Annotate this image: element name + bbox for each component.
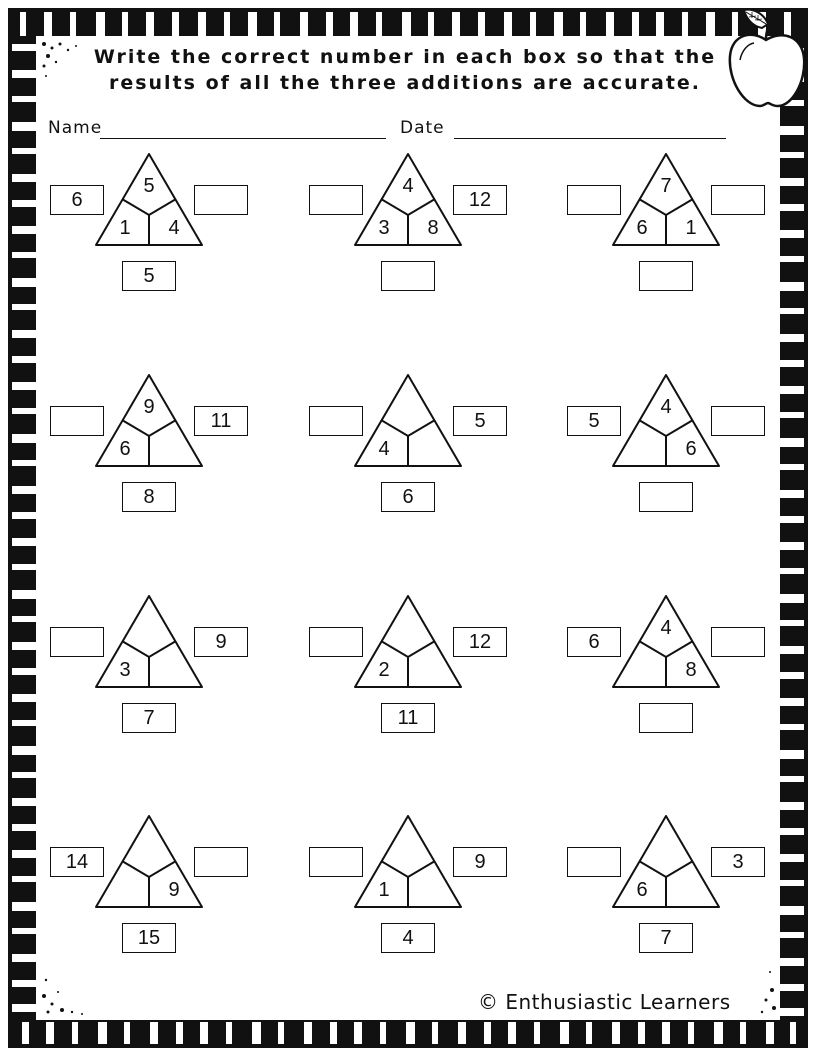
triangle-bottom-right-number: 1	[685, 217, 697, 239]
instructions-line-2: results of all the three additions are a…	[108, 72, 702, 94]
triangle-shape	[354, 374, 462, 467]
triangle-top-number: 4	[660, 396, 672, 418]
triangle-bottom-left-number: 3	[119, 659, 131, 681]
triangle-bottom-left-number: 6	[636, 879, 648, 901]
bottom-sum-box[interactable]: 7	[639, 923, 693, 953]
bottom-sum-box[interactable]: 7	[122, 703, 176, 733]
right-sum-box[interactable]: 9	[194, 627, 248, 657]
triangle-top-number: 7	[660, 175, 672, 197]
left-sum-box[interactable]	[567, 847, 621, 877]
triangle-shape	[95, 374, 203, 467]
right-sum-box[interactable]: 3	[711, 847, 765, 877]
triangle-bottom-left-number: 2	[378, 659, 390, 681]
triangle-shape	[95, 595, 203, 688]
right-sum-box[interactable]: 5	[453, 406, 507, 436]
bottom-sum-box[interactable]: 5	[122, 261, 176, 291]
bottom-sum-box[interactable]: 6	[381, 482, 435, 512]
right-sum-box[interactable]	[711, 627, 765, 657]
bottom-sum-box[interactable]	[639, 261, 693, 291]
triangle-bottom-right-number: 8	[685, 659, 697, 681]
name-field[interactable]	[100, 138, 386, 139]
triangle-shape	[95, 815, 203, 908]
triangle-shape	[354, 153, 462, 246]
bottom-sum-box[interactable]: 15	[122, 923, 176, 953]
triangle-puzzle: 3 9 7	[50, 595, 280, 765]
left-sum-box[interactable]	[567, 185, 621, 215]
triangle-puzzle: 9 14 15	[50, 815, 280, 985]
left-sum-box[interactable]	[309, 406, 363, 436]
left-sum-box[interactable]: 6	[567, 627, 621, 657]
bottom-sum-box[interactable]: 4	[381, 923, 435, 953]
bottom-sum-box[interactable]: 11	[381, 703, 435, 733]
left-sum-box[interactable]	[50, 406, 104, 436]
left-sum-box[interactable]	[309, 847, 363, 877]
triangle-shape	[354, 815, 462, 908]
bottom-sum-box[interactable]: 8	[122, 482, 176, 512]
triangle-top-number: 5	[143, 175, 155, 197]
left-sum-box[interactable]: 6	[50, 185, 104, 215]
right-sum-box[interactable]: 12	[453, 627, 507, 657]
triangle-shape	[95, 153, 203, 246]
triangle-bottom-left-number: 6	[119, 438, 131, 460]
triangle-top-number: 9	[143, 396, 155, 418]
bottom-sum-box[interactable]	[639, 703, 693, 733]
bottom-sum-box[interactable]	[381, 261, 435, 291]
left-sum-box[interactable]	[309, 627, 363, 657]
triangle-bottom-left-number: 1	[119, 217, 131, 239]
triangle-puzzle: 6 3 7	[567, 815, 797, 985]
right-sum-box[interactable]	[194, 185, 248, 215]
right-sum-box[interactable]	[711, 185, 765, 215]
triangle-puzzle: 4 5 6	[309, 374, 539, 544]
triangle-shape	[354, 595, 462, 688]
right-sum-box[interactable]	[711, 406, 765, 436]
date-label: Date	[400, 118, 445, 138]
triangle-bottom-right-number: 6	[685, 438, 697, 460]
copyright-footer: © Enthusiastic Learners	[478, 990, 731, 1014]
right-sum-box[interactable]: 9	[453, 847, 507, 877]
instructions-line-1: Write the correct number in each box so …	[93, 46, 717, 68]
triangle-bottom-left-number: 4	[378, 438, 390, 460]
left-sum-box[interactable]: 5	[567, 406, 621, 436]
left-sum-box[interactable]	[50, 627, 104, 657]
triangle-bottom-left-number: 3	[378, 217, 390, 239]
right-sum-box[interactable]	[194, 847, 248, 877]
triangle-top-number: 4	[660, 617, 672, 639]
date-field[interactable]	[454, 138, 726, 139]
triangle-puzzle: 1 9 4	[309, 815, 539, 985]
name-label: Name	[48, 118, 103, 138]
triangle-bottom-right-number: 9	[168, 879, 180, 901]
triangle-puzzle: 2 12 11	[309, 595, 539, 765]
apple-icon	[728, 8, 806, 108]
triangle-bottom-right-number: 4	[168, 217, 180, 239]
left-sum-box[interactable]: 14	[50, 847, 104, 877]
triangle-bottom-left-number: 1	[378, 879, 390, 901]
bottom-sum-box[interactable]	[639, 482, 693, 512]
triangle-bottom-left-number: 6	[636, 217, 648, 239]
triangle-shape	[612, 374, 720, 467]
left-sum-box[interactable]	[309, 185, 363, 215]
triangle-shape	[612, 815, 720, 908]
triangle-top-number: 4	[402, 175, 414, 197]
right-sum-box[interactable]: 11	[194, 406, 248, 436]
triangle-shape	[612, 153, 720, 246]
triangle-bottom-right-number: 8	[427, 217, 439, 239]
triangle-shape	[612, 595, 720, 688]
right-sum-box[interactable]: 12	[453, 185, 507, 215]
